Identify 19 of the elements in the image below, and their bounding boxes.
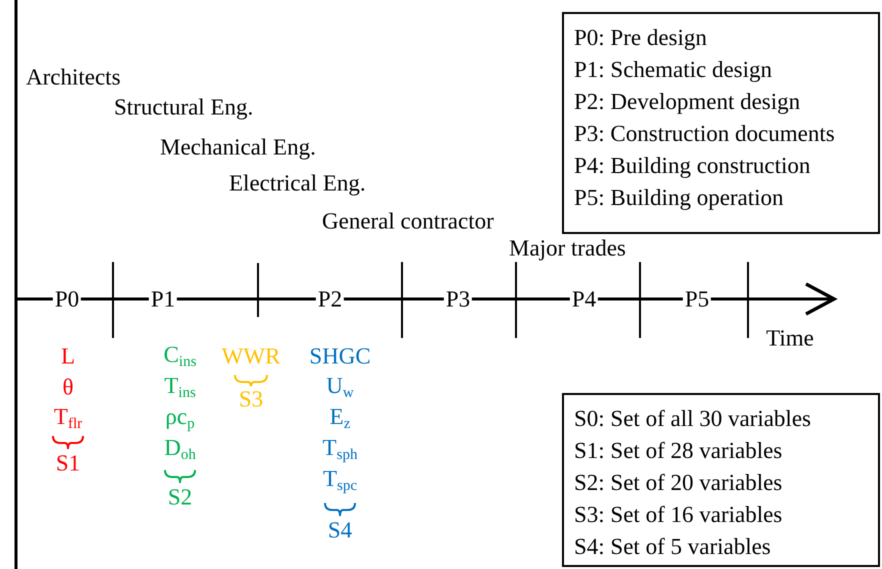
- definition-text: P0: Pre design: [574, 24, 708, 52]
- definition-text: S3: Set of 16 variables: [574, 501, 784, 529]
- definition-text: P2: Development design: [574, 88, 802, 116]
- role-label: Structural Eng.: [113, 94, 254, 120]
- role-label: Mechanical Eng.: [159, 134, 317, 160]
- definition-text: P1: Schematic design: [574, 56, 774, 84]
- definition-box: [562, 12, 880, 234]
- definition-text: S1: Set of 28 variables: [574, 437, 784, 465]
- definition-box: [562, 393, 880, 567]
- definition-text: P5: Building operation: [574, 184, 785, 212]
- definition-text: S2: Set of 20 variables: [574, 469, 784, 497]
- definition-text: S0: Set of all 30 variables: [574, 405, 812, 433]
- role-label: Architects: [25, 64, 122, 90]
- definition-text: P4: Building construction: [574, 152, 812, 180]
- definition-text: S4: Set of 5 variables: [574, 533, 772, 561]
- role-label: Electrical Eng.: [228, 170, 367, 196]
- role-label: Major trades: [508, 235, 627, 261]
- role-label: General contractor: [321, 208, 495, 234]
- definition-text: P3: Construction documents: [574, 120, 836, 148]
